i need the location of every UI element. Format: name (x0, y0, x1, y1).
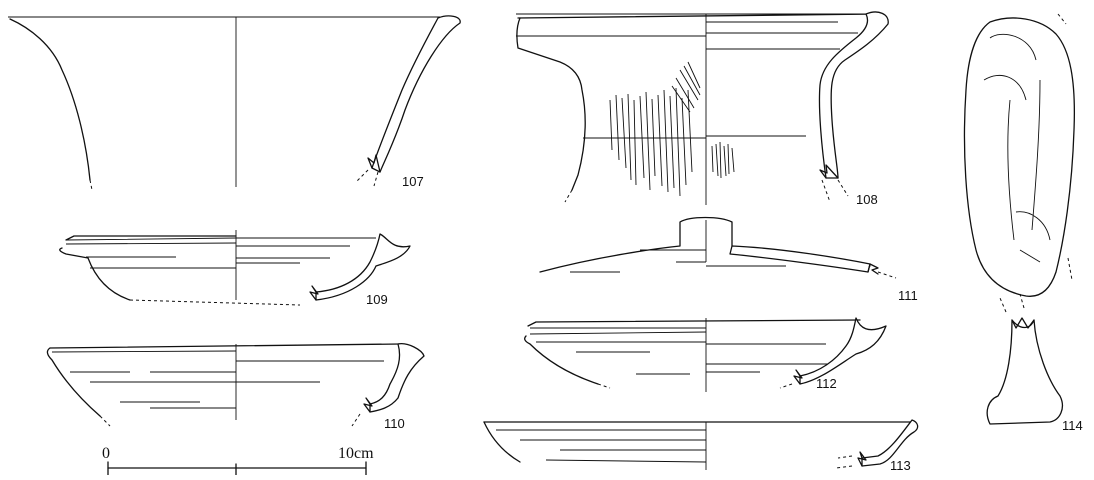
vessel-109: 109 (59, 230, 411, 307)
figure-label-110: 110 (384, 416, 405, 431)
figure-label-114: 114 (1062, 418, 1083, 433)
vessel-110: 110 (46, 343, 425, 431)
scale-bar: 0 10cm (102, 445, 374, 476)
object-114: 114 (963, 13, 1083, 433)
vessel-112: 112 (524, 317, 887, 392)
figure-label-107: 107 (402, 174, 424, 189)
figure-label-109: 109 (366, 292, 388, 307)
figure-label-111: 111 (898, 288, 918, 303)
scale-end-label: 10cm (338, 445, 374, 462)
figure-label-112: 112 (816, 376, 837, 391)
vessel-107: 107 (8, 15, 461, 191)
vessel-113: 113 (483, 419, 919, 473)
vessel-108: 108 (516, 11, 889, 207)
scale-start-label: 0 (102, 445, 110, 462)
figure-label-113: 113 (890, 458, 911, 473)
vessel-111: 111 (539, 216, 918, 303)
figure-label-108: 108 (856, 192, 878, 207)
